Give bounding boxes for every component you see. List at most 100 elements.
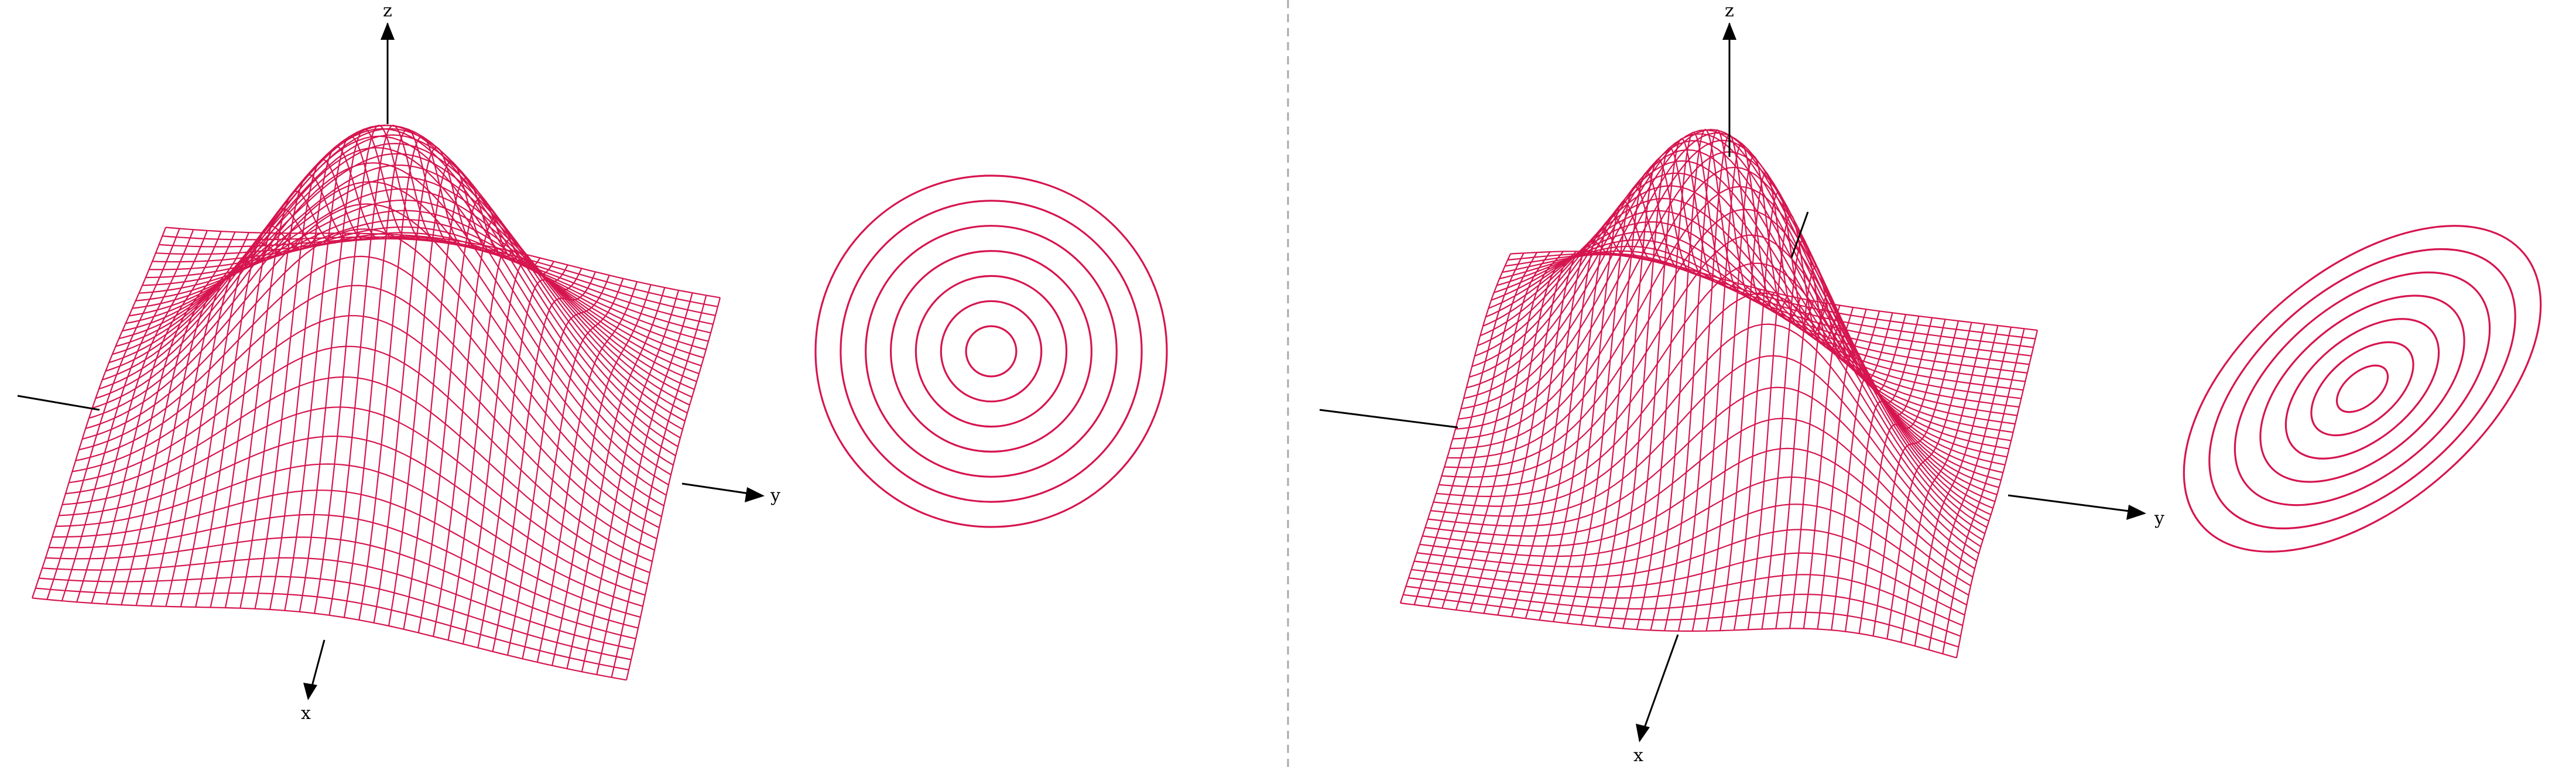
mesh-line-v <box>1719 172 1814 631</box>
mesh-line-u <box>88 181 667 496</box>
mesh-line-u <box>78 255 660 529</box>
mesh-line-u <box>82 228 662 518</box>
mesh-line-u <box>59 436 646 596</box>
mesh-line-u <box>42 557 634 650</box>
mesh-line-u <box>1436 292 1984 541</box>
mesh-line-u <box>1430 355 1979 554</box>
mesh-line-u <box>1403 594 1959 648</box>
y-axis-label: y <box>2154 508 2164 529</box>
wireframe-mesh-correlated <box>1399 129 2039 659</box>
y-axis-arrowhead <box>745 487 765 502</box>
contour-level-6 <box>840 200 1143 503</box>
mesh-line-v <box>1928 327 2012 650</box>
contour-level-4 <box>889 250 1092 453</box>
mesh-line-v <box>388 161 499 626</box>
mesh-line-v <box>536 281 638 663</box>
mesh-line-u <box>1453 151 1995 502</box>
mesh-line-u <box>1400 602 1957 659</box>
mesh-line-v <box>403 177 513 629</box>
mesh-line-u <box>1466 133 2006 465</box>
mesh-line-v <box>1733 191 1828 631</box>
negative-y-axis-line <box>1790 211 1809 258</box>
mesh-line-v <box>1914 325 1999 646</box>
mesh-line-v <box>581 290 680 672</box>
mesh-line-u <box>45 536 636 639</box>
z-axis-arrowhead <box>381 22 395 40</box>
mesh-line-u <box>39 576 632 660</box>
mesh-line-v <box>1789 293 1880 629</box>
mesh-line-v <box>1677 134 1775 632</box>
mesh-line-v <box>462 259 568 645</box>
mesh-line-v <box>1761 239 1854 629</box>
mesh-line-v <box>373 147 485 623</box>
mesh-line-v <box>596 292 693 675</box>
mesh-line-v <box>299 128 416 612</box>
contour-level-2 <box>940 300 1043 403</box>
mesh-line-v <box>417 197 527 633</box>
mesh-line-u <box>1419 476 1971 587</box>
z-axis-label: z <box>1725 1 1734 21</box>
mesh-line-v <box>1942 328 2025 654</box>
mesh-line-u <box>1427 386 1978 561</box>
negative-x-axis-line <box>1319 409 1458 429</box>
mesh-line-u <box>52 489 641 618</box>
mesh-line-v <box>358 136 471 621</box>
mesh-line-u <box>1438 262 1985 535</box>
y-axis-label: y <box>770 485 780 506</box>
contour-level-3 <box>914 275 1068 428</box>
mesh-line-v <box>447 238 554 641</box>
mesh-line-v <box>1705 156 1801 631</box>
mesh-line-u <box>1485 210 2020 408</box>
mesh-line-u <box>1425 417 1975 570</box>
surface-plot-uncorrelated: z y x <box>17 1 780 724</box>
mesh-line-u <box>122 153 690 406</box>
contour-level-3 <box>2284 318 2440 460</box>
mesh-line-u <box>68 345 653 562</box>
mesh-line-u <box>1417 504 1969 596</box>
mesh-line-v <box>1900 324 1986 643</box>
mesh-line-v <box>1803 312 1893 629</box>
mesh-line-v <box>1844 317 1933 632</box>
mesh-line-v <box>1650 129 1748 631</box>
mesh-line-v <box>625 297 721 680</box>
mesh-line-u <box>1488 221 2022 399</box>
mesh-line-v <box>1747 214 1841 630</box>
mesh-line-v <box>314 125 430 614</box>
surface-plot-correlated: z y x <box>1319 1 2164 766</box>
mesh-line-u <box>1408 574 1963 626</box>
mesh-line-v <box>522 278 624 659</box>
contour-level-1 <box>965 325 1018 378</box>
mesh-line-v <box>551 284 652 666</box>
mesh-line-u <box>62 406 648 585</box>
contour-level-7 <box>814 174 1168 528</box>
x-axis-label: x <box>1633 745 1643 766</box>
x-axis-line <box>1639 634 1679 739</box>
mesh-line-v <box>1469 251 1577 612</box>
wireframe-mesh-uncorrelated <box>31 124 721 681</box>
mesh-line-u <box>92 162 669 486</box>
mesh-line-v <box>1831 316 1920 631</box>
contour-level-7 <box>2183 225 2542 553</box>
mesh-line-u <box>32 597 627 681</box>
x-axis-arrowhead <box>1636 724 1650 742</box>
mesh-line-u <box>75 285 657 540</box>
mesh-line-v <box>611 295 707 678</box>
mesh-line-v <box>492 271 596 652</box>
mesh-line-v <box>506 275 610 656</box>
mesh-line-u <box>49 513 639 629</box>
contour-level-5 <box>865 225 1118 478</box>
mesh-line-v <box>1775 266 1867 629</box>
panel-uncorrelated: z y x <box>17 1 1168 724</box>
contour-level-4 <box>2259 295 2465 483</box>
mesh-line-u <box>1450 166 1993 509</box>
contour-level-2 <box>2310 341 2414 437</box>
mesh-line-u <box>55 463 643 607</box>
mesh-line-v <box>1886 322 1972 639</box>
mesh-line-u <box>65 376 650 574</box>
mesh-line-v <box>566 287 666 669</box>
mesh-line-u <box>72 315 655 551</box>
mesh-line-v <box>1858 319 1946 634</box>
mesh-line-u <box>1444 208 1989 522</box>
contour-level-5 <box>2234 271 2491 506</box>
